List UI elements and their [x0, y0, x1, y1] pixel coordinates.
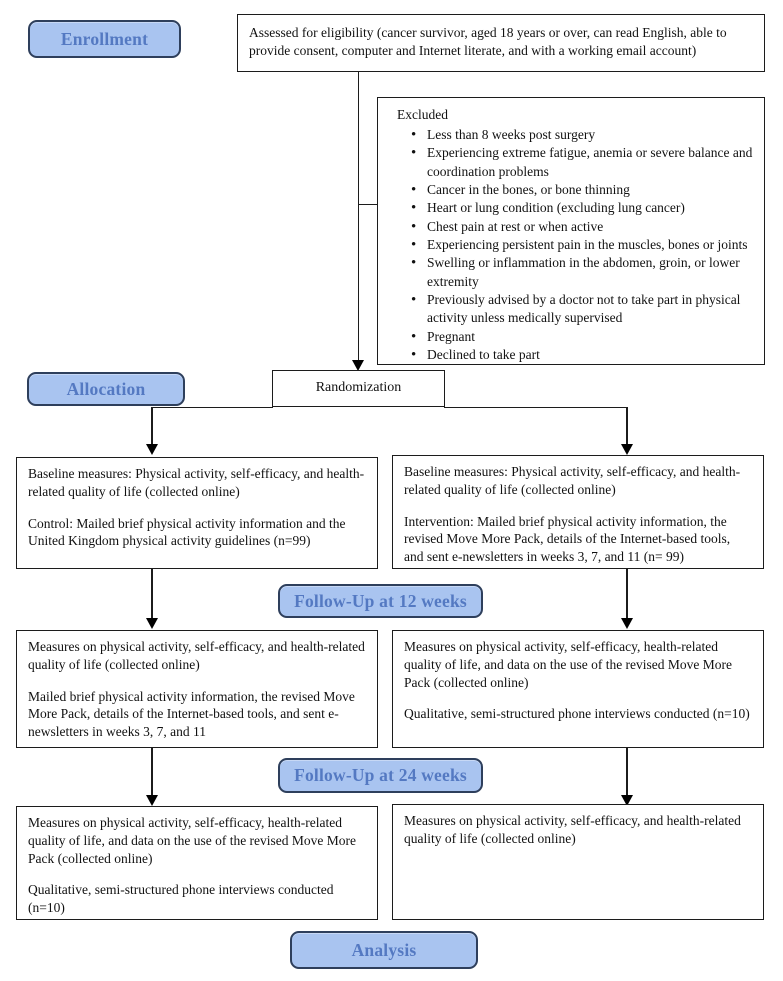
arrow-down-week24-right: [620, 795, 633, 806]
box-week12-intervention: Measures on physical activity, self-effi…: [392, 630, 764, 748]
week12-intervention-measures: Measures on physical activity, self-effi…: [404, 639, 733, 690]
excluded-item: Experiencing extreme fatigue, anemia or …: [386, 143, 756, 181]
box-excluded: Excluded Less than 8 weeks post surgery …: [377, 97, 765, 366]
connector-to-excluded: [358, 203, 377, 205]
arrow-down-baseline-right: [620, 444, 633, 455]
box-week24-control: Measures on physical activity, self-effi…: [16, 806, 378, 920]
excluded-item: Previously advised by a doctor not to ta…: [386, 290, 756, 328]
stage-label-followup-12-weeks: Follow-Up at 12 weeks: [278, 584, 483, 618]
connector-baseline-to-week12-left: [151, 569, 153, 619]
box-week12-control: Measures on physical activity, self-effi…: [16, 630, 378, 748]
excluded-item: Heart or lung condition (excluding lung …: [386, 198, 756, 219]
excluded-item: Swelling or inflammation in the abdomen,…: [386, 253, 756, 291]
excluded-title: Excluded: [397, 107, 448, 122]
connector-week12-to-week24-left: [151, 748, 153, 797]
stage-label-allocation: Allocation: [27, 372, 185, 406]
connector-week12-to-week24-right: [626, 748, 628, 797]
week12-control-details: Mailed brief physical activity informati…: [28, 688, 355, 740]
stage-label-followup-24-weeks: Follow-Up at 24 weeks: [278, 758, 483, 793]
excluded-item: Pregnant: [386, 327, 756, 348]
excluded-item: Cancer in the bones, or bone thinning: [386, 180, 756, 201]
stage-label-enrollment: Enrollment: [28, 20, 181, 58]
arrow-down-week24-left: [145, 795, 158, 806]
box-baseline-control: Baseline measures: Physical activity, se…: [16, 457, 378, 569]
baseline-intervention-details: Intervention: Mailed brief physical acti…: [404, 513, 731, 565]
stage-label-analysis: Analysis: [290, 931, 478, 969]
baseline-control-details: Control: Mailed brief physical activity …: [28, 515, 346, 549]
connector-baseline-to-week12-right: [626, 569, 628, 619]
connector-assessed-to-randomization: [357, 72, 359, 362]
box-week24-intervention: Measures on physical activity, self-effi…: [392, 804, 764, 920]
week12-control-measures: Measures on physical activity, self-effi…: [28, 639, 365, 672]
excluded-item: Declined to take part: [386, 345, 756, 366]
arrow-down-week12-left: [145, 618, 158, 629]
excluded-list: Less than 8 weeks post surgery Experienc…: [386, 125, 756, 366]
connector-randomization-right: [444, 406, 628, 408]
connector-drop-baseline-right: [626, 406, 628, 445]
arrow-down-randomization: [352, 360, 364, 371]
arrow-down-week12-right: [620, 618, 633, 629]
arrow-down-baseline-left: [145, 444, 158, 455]
week24-control-details: Qualitative, semi-structured phone inter…: [28, 882, 334, 916]
box-baseline-intervention: Baseline measures: Physical activity, se…: [392, 455, 764, 569]
excluded-item: Chest pain at rest or when active: [386, 217, 756, 238]
week24-intervention-measures: Measures on physical activity, self-effi…: [404, 813, 741, 846]
week24-control-measures: Measures on physical activity, self-effi…: [28, 815, 357, 866]
week12-intervention-details: Qualitative, semi-structured phone inter…: [404, 706, 750, 722]
excluded-item: Less than 8 weeks post surgery: [386, 125, 756, 146]
connector-randomization-left: [151, 406, 273, 408]
baseline-intervention-measures: Baseline measures: Physical activity, se…: [404, 464, 741, 497]
connector-drop-baseline-left: [151, 406, 153, 445]
box-assessed-eligibility: Assessed for eligibility (cancer survivo…: [237, 14, 765, 72]
excluded-item: Experiencing persistent pain in the musc…: [386, 235, 756, 256]
box-randomization: Randomization: [272, 370, 445, 407]
baseline-control-measures: Baseline measures: Physical activity, se…: [28, 466, 365, 499]
